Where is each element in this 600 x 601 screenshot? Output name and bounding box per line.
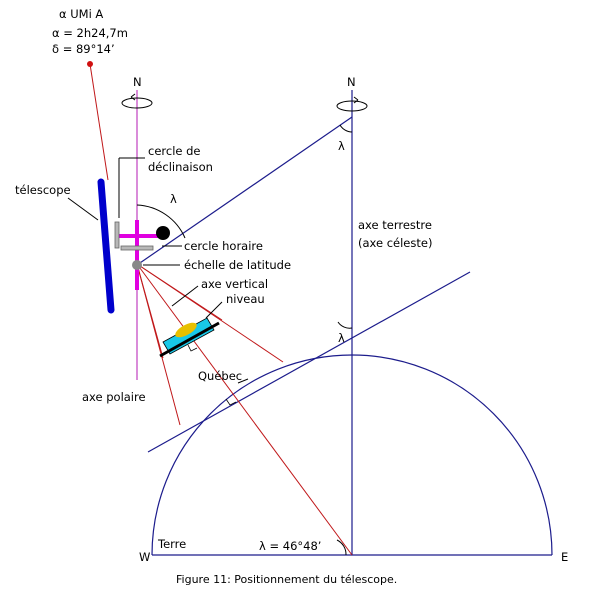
latitude-scale-pivot [132,260,142,270]
earth-label: Terre [157,537,186,551]
hour-circle-plate [120,245,154,251]
declination-circle-label-1: cercle de [148,144,201,158]
angle-arc-latitude [336,539,347,556]
lambda-top-label: λ [170,192,177,206]
west-label: W [139,550,150,564]
level-label: niveau [226,292,265,306]
horizon-tangent-line [147,271,471,453]
rotation-icon-right [336,96,368,112]
pole-direction-line [136,116,353,266]
lambda-axis-top-label: λ [338,139,345,153]
hour-circle-label: cercle horaire [184,239,263,253]
east-label: E [561,550,568,564]
right-angle-mark-quebec [225,398,237,406]
rotation-icon-left [121,93,153,109]
north-label-right: N [347,75,356,89]
declination-circle-label-2: déclinaison [148,160,213,174]
north-label-left: N [133,75,142,89]
star-name: α UMi A [59,7,103,21]
polar-axis-label: axe polaire [82,390,146,404]
telescope-tube [97,178,115,314]
level-instrument [159,317,220,358]
figure-caption: Figure 11: Positionnement du télescope. [176,573,397,586]
vertical-axis-label: axe vertical [201,277,268,291]
counterweight [156,226,170,240]
leader-level [205,301,223,319]
right-angle-mark-level [187,344,198,352]
star-alpha-umi-a [87,61,93,67]
quebec-label: Québec [198,369,242,383]
telescope-label: télescope [15,183,71,197]
star-dec: δ = 89°14’ [52,42,115,56]
vertical-axis-line [136,263,353,556]
latitude-scale-label: échelle de latitude [184,258,291,272]
cone-line-inner-2 [136,263,223,321]
leader-vertical-axis [171,285,199,307]
leader-telescope [67,197,99,221]
earth-axis-label-2: (axe céleste) [358,236,432,250]
leader-quebec [237,378,249,384]
star-ra: α = 2h24,7m [52,26,128,40]
star-line [89,63,109,181]
earth-axis-label-1: axe terrestre [358,218,432,232]
angle-arc-axis-top [339,124,353,133]
declination-circle-plate [114,221,120,249]
latitude-label: λ = 46°48’ [259,539,321,553]
angle-arc-axis-mid [337,321,353,329]
angle-arc-top-left [136,204,186,239]
cone-line-inner [136,263,164,359]
lambda-axis-mid-label: λ [338,331,345,345]
